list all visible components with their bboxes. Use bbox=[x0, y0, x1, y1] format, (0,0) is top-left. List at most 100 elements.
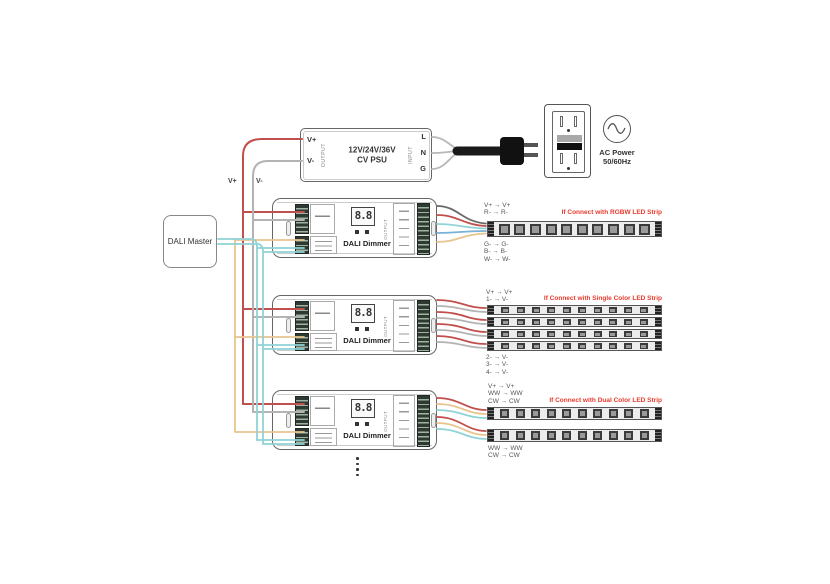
single-wire-labels-bottom: 2- → V- 3- → V- 4- → V- bbox=[486, 354, 508, 376]
led-row bbox=[494, 430, 655, 441]
seven-segment-display: 8.8 bbox=[351, 304, 375, 323]
led-chip bbox=[562, 331, 571, 337]
dali-input-terminal bbox=[295, 428, 309, 446]
ac-power-label: AC Power 50/60Hz bbox=[583, 148, 651, 166]
output-terminal-legend bbox=[393, 395, 415, 447]
strip-connector bbox=[655, 408, 661, 419]
address-button[interactable] bbox=[355, 327, 359, 331]
single-color-led-strip-4 bbox=[487, 341, 662, 351]
led-chip bbox=[562, 343, 571, 349]
led-chip bbox=[593, 431, 603, 440]
single-strip-caption: If Connect with Single Color LED Strip bbox=[543, 295, 662, 302]
led-chip bbox=[501, 331, 510, 337]
strip-connector bbox=[655, 330, 661, 338]
strip-connector bbox=[655, 222, 661, 236]
led-chip bbox=[624, 319, 633, 325]
case-groove bbox=[277, 253, 432, 254]
led-chip bbox=[608, 409, 618, 418]
outlet-slot-icon bbox=[560, 116, 563, 127]
wire-label: 3- → V- bbox=[486, 361, 509, 369]
led-chip bbox=[500, 431, 510, 440]
led-row bbox=[494, 318, 655, 326]
dali-master-label: DALI Master bbox=[167, 237, 213, 246]
led-chip bbox=[639, 431, 649, 440]
strip-connector bbox=[488, 342, 494, 350]
case-groove bbox=[277, 350, 432, 351]
led-chip bbox=[546, 431, 556, 440]
led-chip bbox=[501, 307, 510, 313]
address-button[interactable] bbox=[365, 422, 369, 426]
led-row bbox=[494, 408, 655, 419]
led-chip bbox=[531, 409, 541, 418]
wall-outlet bbox=[544, 104, 591, 178]
dali-terminal-legend bbox=[310, 333, 337, 351]
led-chip bbox=[624, 409, 634, 418]
rgbw-wire-labels-top: V+ → V+ R- → R- bbox=[484, 202, 510, 217]
led-chip bbox=[532, 331, 541, 337]
led-chip bbox=[547, 331, 556, 337]
wire-label: 2- → V- bbox=[486, 354, 509, 361]
dual-wire-labels-top: V+ → V+ WW → WW CW → CW bbox=[488, 383, 523, 405]
dimmer-output-label: OUTPUT bbox=[383, 410, 388, 432]
single-color-led-strip-3 bbox=[487, 329, 662, 339]
outlet-slot-icon bbox=[574, 116, 577, 127]
dimmer-output-label: OUTPUT bbox=[383, 218, 388, 240]
led-chip bbox=[516, 343, 525, 349]
led-chip bbox=[639, 343, 648, 349]
psu-vplus-terminal-label: V+ bbox=[307, 135, 317, 144]
led-chip bbox=[608, 307, 617, 313]
led-chip bbox=[608, 343, 617, 349]
led-chip bbox=[624, 307, 633, 313]
seven-segment-display: 8.8 bbox=[351, 207, 375, 226]
led-chip bbox=[547, 343, 556, 349]
led-chip bbox=[532, 319, 541, 325]
rgbw-led-strip bbox=[487, 221, 662, 237]
plug-body bbox=[500, 137, 524, 165]
dali-input-terminal bbox=[295, 333, 309, 351]
address-button[interactable] bbox=[355, 422, 359, 426]
rgbw-strip-caption: If Connect with RGBW LED Strip bbox=[561, 209, 662, 216]
led-chip bbox=[547, 319, 556, 325]
led-chip bbox=[593, 319, 602, 325]
address-button[interactable] bbox=[365, 230, 369, 234]
ac-sine-icon bbox=[603, 115, 631, 143]
dual-color-led-strip-2 bbox=[487, 429, 662, 442]
led-chip bbox=[578, 319, 587, 325]
dimmer3-output-wires bbox=[436, 397, 487, 440]
power-input-terminal bbox=[295, 301, 309, 331]
wire-label: V+ → V+ bbox=[486, 289, 513, 296]
led-chip bbox=[561, 223, 573, 235]
strip-connector bbox=[488, 318, 494, 326]
sine-wave-icon bbox=[607, 123, 626, 134]
screw-slot-icon bbox=[431, 221, 436, 236]
led-chip bbox=[501, 319, 510, 325]
led-chip bbox=[516, 319, 525, 325]
led-chip bbox=[624, 431, 634, 440]
led-chip bbox=[514, 223, 526, 235]
led-chip bbox=[608, 319, 617, 325]
power-input-terminal bbox=[295, 396, 309, 426]
led-chip bbox=[547, 307, 556, 313]
outlet-ground-hole-icon bbox=[567, 167, 570, 170]
ac-power-line1: AC Power bbox=[599, 148, 635, 157]
address-button[interactable] bbox=[365, 327, 369, 331]
led-chip bbox=[608, 223, 619, 235]
ac-power-line2: 50/60Hz bbox=[603, 157, 631, 166]
power-input-terminal bbox=[295, 204, 309, 234]
wire-label: CW → CW bbox=[488, 397, 520, 405]
dual-color-led-strip-1 bbox=[487, 407, 662, 420]
address-button[interactable] bbox=[355, 230, 359, 234]
led-chip bbox=[623, 223, 635, 235]
single-color-led-strip-1 bbox=[487, 305, 662, 315]
led-row bbox=[494, 330, 655, 338]
led-chip bbox=[577, 431, 587, 440]
psu-output-label: OUTPUT bbox=[321, 142, 327, 168]
led-chip bbox=[593, 343, 602, 349]
wire-label: V+ → V+ bbox=[488, 383, 515, 390]
dali-dimmer-unit-1: 8.8 DALI Dimmer OUTPUT bbox=[272, 198, 437, 258]
led-chip bbox=[532, 307, 541, 313]
psu-model-line1: 12V/24V/36V bbox=[348, 145, 396, 155]
case-groove bbox=[277, 202, 432, 203]
led-chip bbox=[515, 409, 525, 418]
